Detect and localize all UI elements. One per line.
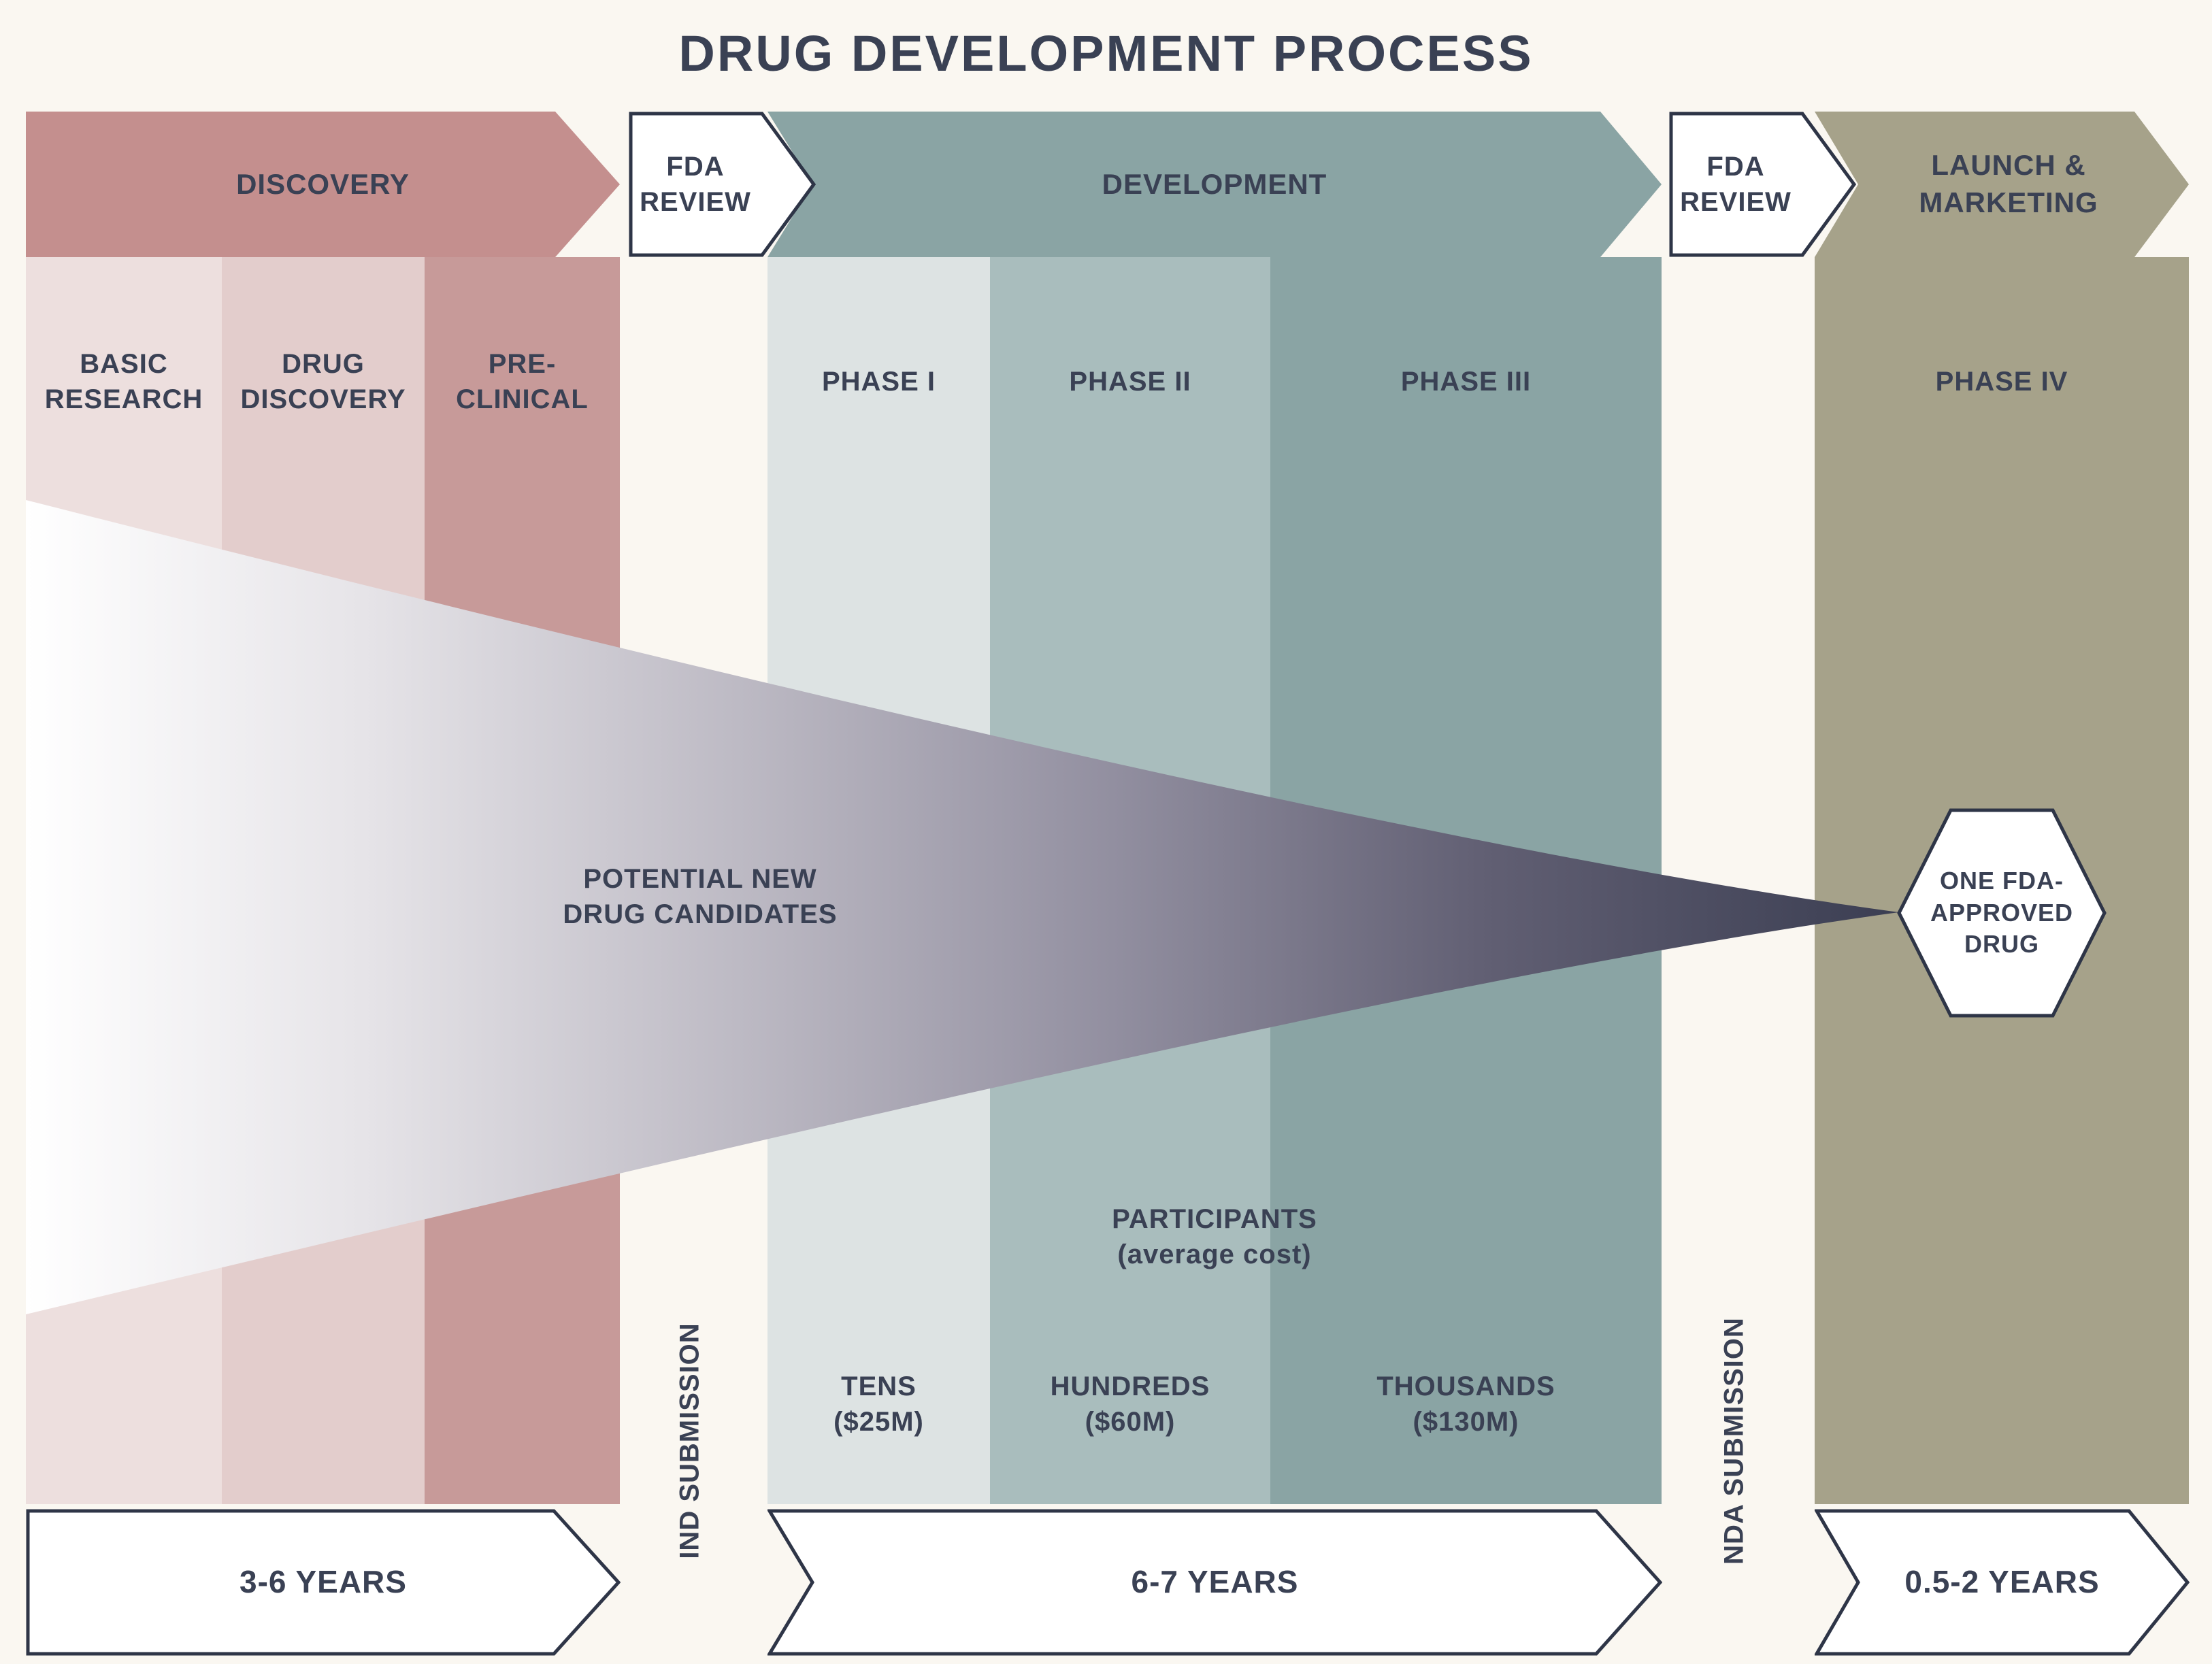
participants-label: PARTICIPANTS (average cost)	[990, 1199, 1439, 1275]
phase3-label: PHASE III	[1400, 367, 1532, 397]
phase4-label: PHASE IV	[1935, 367, 2068, 397]
participants-subtitle: (average cost)	[1117, 1239, 1312, 1269]
cost-phase1-amount: ($25M)	[833, 1407, 924, 1437]
cost-phase2: HUNDREDS ($60M)	[990, 1366, 1270, 1442]
fda-review-1-shape	[629, 112, 816, 257]
development-arrow: DEVELOPMENT	[767, 112, 1662, 257]
cost-phase1: TENS ($25M)	[767, 1366, 990, 1442]
drug-discovery-label: DRUG DISCOVERY	[240, 349, 406, 414]
phase2-label: PHASE II	[1069, 367, 1191, 397]
development-arrow-label: DEVELOPMENT	[1102, 167, 1327, 200]
funnel-shape	[26, 500, 1899, 1314]
duration-launch-arrow: 0.5-2 YEARS	[1815, 1509, 2190, 1656]
duration-launch-label: 0.5-2 YEARS	[1904, 1564, 2100, 1600]
fda-review-1-label: FDA REVIEW	[640, 152, 751, 217]
phase1-label: PHASE I	[821, 367, 936, 397]
ind-submission-label: IND SUBMISSION	[674, 1322, 705, 1559]
discovery-arrow: DISCOVERY	[26, 112, 620, 257]
cost-phase2-count: HUNDREDS	[1050, 1371, 1210, 1401]
basic-research-label: BASIC RESEARCH	[44, 349, 203, 414]
cost-phase3: THOUSANDS ($130M)	[1270, 1366, 1662, 1442]
cost-phase3-count: THOUSANDS	[1376, 1371, 1555, 1401]
launch-marketing-arrow: LAUNCH & MARKETING	[1815, 112, 2189, 257]
funnel-label: POTENTIAL NEW DRUG CANDIDATES	[563, 864, 838, 929]
fda-review-1-arrow: FDA REVIEW	[629, 112, 816, 257]
duration-discovery-arrow: 3-6 YEARS	[26, 1509, 621, 1656]
page-title: DRUG DEVELOPMENT PROCESS	[678, 25, 1534, 82]
cost-phase1-count: TENS	[841, 1371, 917, 1401]
fda-review-2-label: FDA REVIEW	[1680, 152, 1792, 217]
cost-phase2-amount: ($60M)	[1085, 1407, 1176, 1437]
hexagon-shape	[1897, 808, 2107, 1018]
launch-marketing-arrow-label: LAUNCH & MARKETING	[1919, 149, 2098, 218]
duration-launch-shape	[1815, 1509, 2190, 1656]
approved-drug-label: ONE FDA-APPROVED DRUG	[1930, 866, 2074, 959]
duration-discovery-label: 3-6 YEARS	[240, 1564, 407, 1600]
participants-title: PARTICIPANTS	[1112, 1204, 1317, 1234]
duration-development-label: 6-7 YEARS	[1131, 1564, 1299, 1600]
pre-clinical-label: PRE-CLINICAL	[456, 349, 589, 414]
cost-phase3-amount: ($130M)	[1413, 1407, 1519, 1437]
fda-review-2-shape	[1669, 112, 1857, 257]
discovery-arrow-label: DISCOVERY	[236, 167, 410, 200]
duration-discovery-shape	[26, 1509, 621, 1656]
approved-drug-hexagon: ONE FDA-APPROVED DRUG	[1896, 807, 2108, 1019]
duration-development-arrow: 6-7 YEARS	[767, 1509, 1662, 1656]
fda-review-2-arrow: FDA REVIEW	[1669, 112, 1857, 257]
nda-submission-label: NDA SUBMISSION	[1719, 1317, 1749, 1565]
duration-development-shape	[767, 1509, 1662, 1656]
